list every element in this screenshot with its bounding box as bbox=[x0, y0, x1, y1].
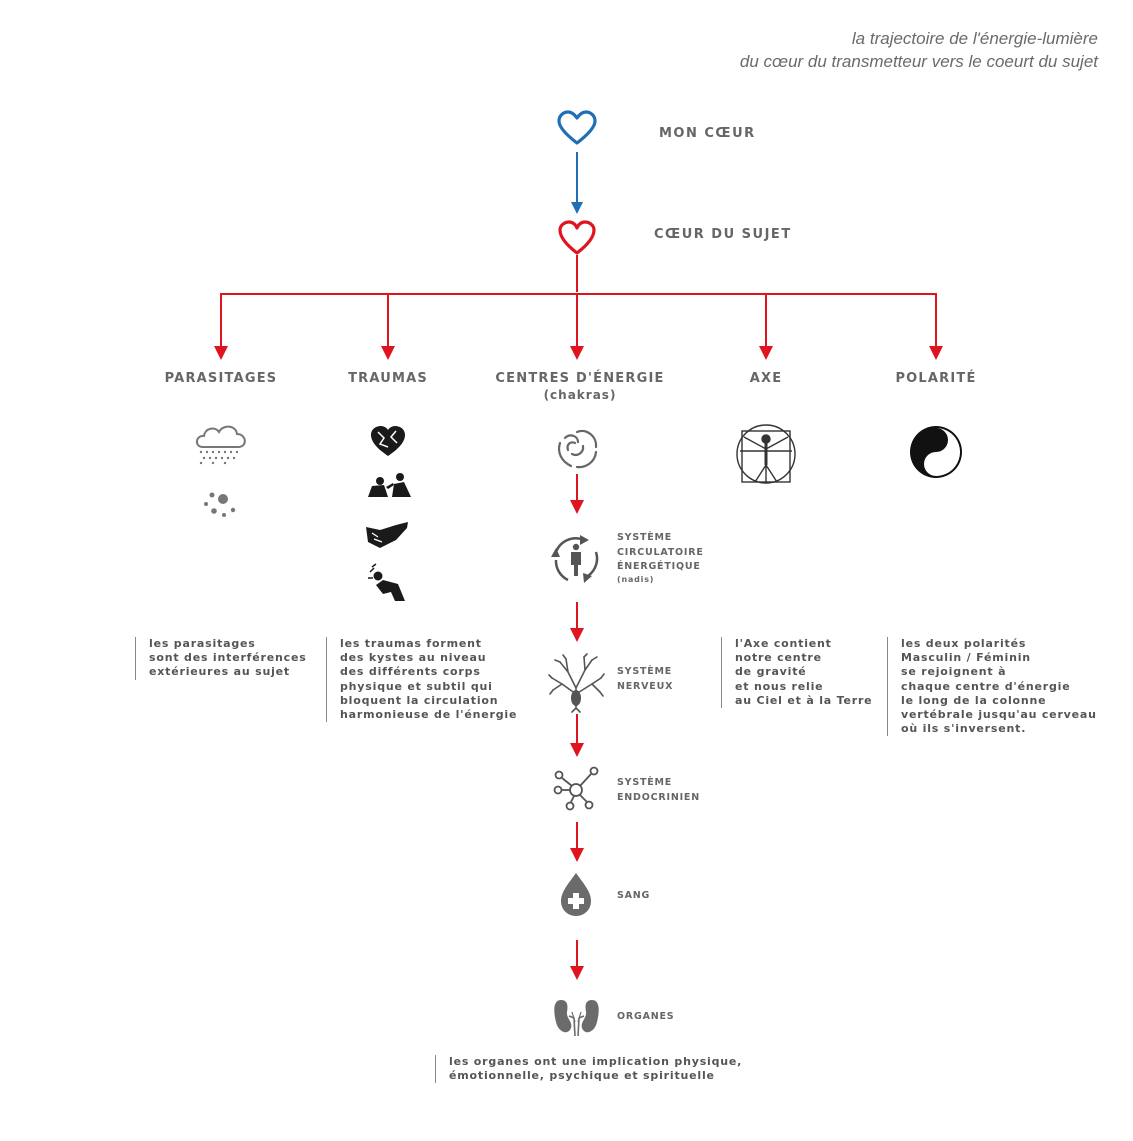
branch-arrowheads bbox=[214, 346, 943, 360]
kidneys-icon bbox=[554, 1000, 599, 1037]
polarite-description: les deux polarités Masculin / Féminin se… bbox=[887, 637, 1097, 737]
mon-coeur-label: MON CŒUR bbox=[659, 126, 756, 141]
blue-heart-icon bbox=[557, 110, 597, 145]
blue-arrow bbox=[571, 152, 583, 214]
red-heart-icon bbox=[558, 220, 596, 255]
polarite-label: POLARITÉ bbox=[895, 371, 977, 386]
traumas-label: TRAUMAS bbox=[348, 371, 428, 386]
broken-heart-icon bbox=[371, 426, 405, 456]
sang-label: SANG bbox=[617, 890, 651, 901]
traumas-description: les traumas forment des kystes au niveau… bbox=[326, 637, 517, 723]
coeur-sujet-label: CŒUR DU SUJET bbox=[654, 227, 792, 242]
organes-description: les organes ont une implication physique… bbox=[435, 1055, 742, 1084]
centres-energie-label: CENTRES D'ÉNERGIE bbox=[495, 371, 665, 386]
vitruvian-man-icon bbox=[736, 424, 796, 484]
organes-label: ORGANES bbox=[617, 1011, 675, 1022]
rain-cloud-icon bbox=[196, 425, 246, 465]
systeme-circulatoire-label: SYSTÈME CIRCULATOIRE ÉNERGÉTIQUE (nadis) bbox=[617, 532, 704, 584]
endocrine-network-icon bbox=[553, 766, 599, 811]
particles-icon bbox=[204, 492, 236, 517]
caption-line-1: la trajectoire de l'énergie-lumière bbox=[851, 29, 1098, 48]
yin-yang-icon bbox=[910, 426, 962, 478]
chain-arrowheads bbox=[570, 500, 584, 980]
axe-label: AXE bbox=[749, 371, 783, 386]
people-fighting-icon bbox=[368, 473, 411, 497]
axe-description: l'Axe contient notre centre de gravité e… bbox=[721, 637, 872, 709]
nerve-tree-icon bbox=[548, 653, 605, 713]
hands-holding-icon bbox=[366, 522, 408, 548]
chakras-sublabel: (chakras) bbox=[543, 388, 617, 402]
blood-drop-icon bbox=[561, 873, 591, 916]
systeme-endocrinien-label: SYSTÈME ENDOCRINIEN bbox=[617, 777, 700, 803]
caption-line-2: du cœur du transmetteur vers le coeurt d… bbox=[739, 52, 1098, 71]
parasitages-label: PARASITAGES bbox=[164, 371, 278, 386]
parasitages-description: les parasitages sont des interférences e… bbox=[135, 637, 307, 680]
person-falling-icon bbox=[368, 563, 405, 601]
systeme-nerveux-label: SYSTÈME NERVEUX bbox=[617, 666, 674, 692]
circulation-person-icon bbox=[551, 535, 599, 583]
spiral-chakra-icon bbox=[557, 429, 598, 469]
branch-connector bbox=[220, 255, 937, 350]
